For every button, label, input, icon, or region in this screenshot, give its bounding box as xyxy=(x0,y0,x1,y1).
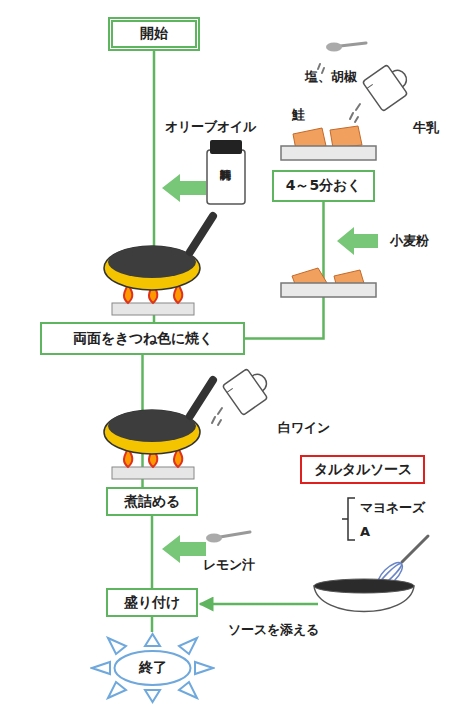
ingredient-label: 白ワイン xyxy=(278,421,330,435)
ingredient-label: レモン汁 xyxy=(203,558,255,572)
ingredient-label: オリーブオイル xyxy=(165,120,256,134)
ingredient-label: 塩、胡椒 xyxy=(305,70,357,84)
node-text: 煮詰める xyxy=(124,494,180,509)
flow-line xyxy=(151,516,154,588)
wine-cup xyxy=(222,363,275,415)
node-text: 終了 xyxy=(139,660,167,675)
add-arrow xyxy=(162,535,206,563)
ingredient-label: 牛乳 xyxy=(413,121,439,135)
start-box: 開始 xyxy=(108,17,200,51)
process-box: 両面をきつね色に焼く xyxy=(40,322,245,355)
spoon-icon xyxy=(206,532,250,543)
ingredient-label: 小麦粉 xyxy=(390,234,429,248)
add-arrow xyxy=(337,227,378,255)
node-text: 両面をきつね色に焼く xyxy=(73,331,213,346)
add-arrow xyxy=(162,174,206,202)
action-label: ソースを添える xyxy=(228,623,319,637)
pour-drops xyxy=(212,408,222,425)
ingredient-label: 鮭 xyxy=(292,108,305,122)
process-box: 煮詰める xyxy=(106,487,198,516)
flow-line xyxy=(151,617,154,632)
sauce-title-box: タルタルソース xyxy=(300,455,425,484)
process-box: 盛り付け xyxy=(106,588,198,617)
spoon-icon xyxy=(326,43,366,52)
seasoning-jar xyxy=(207,140,245,204)
bowl-label: ボウル xyxy=(351,598,375,607)
ingredient-label: A xyxy=(360,525,370,539)
process-box: 4～5分おく xyxy=(272,170,375,202)
end-sun: 終了 xyxy=(90,632,215,704)
bowl xyxy=(314,579,414,612)
serve-arrow xyxy=(200,603,318,606)
frying-pan xyxy=(104,216,213,315)
node-text: 盛り付け xyxy=(124,595,180,610)
node-text: 開始 xyxy=(140,26,168,41)
frying-pan xyxy=(104,380,213,479)
milk-cup xyxy=(362,59,415,111)
floured-salmon-tray xyxy=(281,268,376,297)
ingredient-label: マヨネーズ xyxy=(360,501,425,515)
pour-drops xyxy=(350,104,360,122)
salmon-tray xyxy=(281,126,376,160)
bracket xyxy=(342,498,355,540)
node-text: タルタルソース xyxy=(314,462,412,477)
node-text: 4～5分おく xyxy=(286,178,361,193)
